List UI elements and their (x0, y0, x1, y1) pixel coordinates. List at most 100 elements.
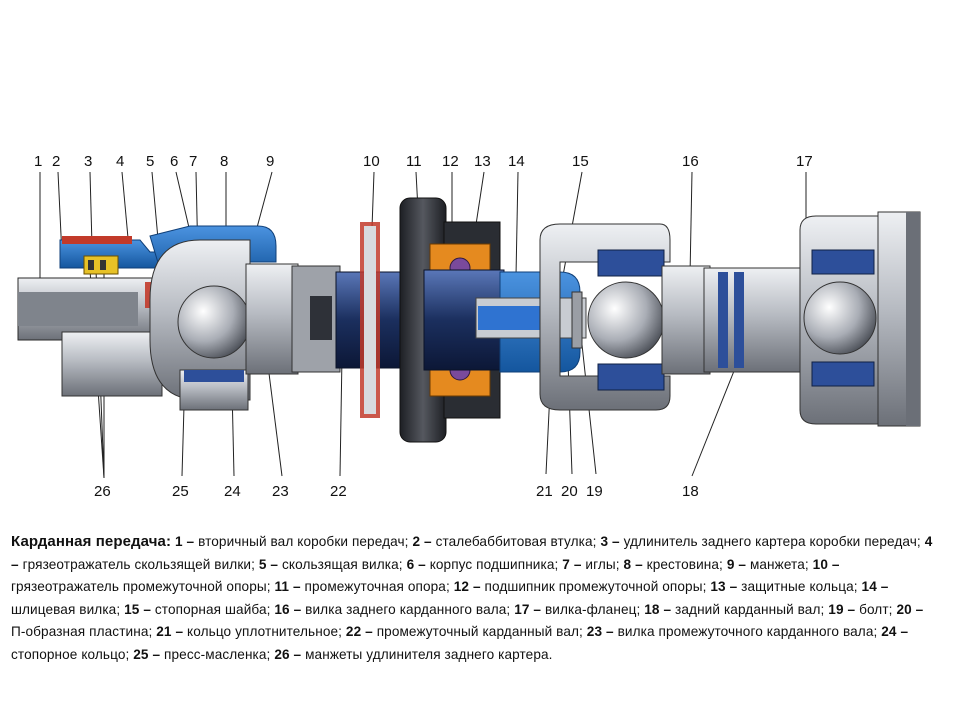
caption-item-dash: – (915, 601, 924, 617)
caption-item-dash: – (847, 601, 856, 617)
figure-caption: Карданная передача: 1 – вторичный вал ко… (11, 531, 941, 667)
caption-item-3: 3 – удлинитель заднего картера коробки п… (597, 534, 921, 549)
caption-item-number: 7 (562, 556, 570, 572)
part-number-3: 3 (84, 153, 92, 170)
caption-item-dash: – (880, 579, 889, 595)
caption-item-22: 22 – промежуточный карданный вал; (342, 624, 583, 639)
caption-item-23: 23 – вилка промежуточного карданного вал… (583, 624, 877, 639)
caption-item-text: стопорная шайба; (154, 601, 271, 617)
caption-item-number: 4 (924, 534, 933, 549)
flange-yoke (799, 211, 921, 427)
part-number-5: 5 (146, 153, 154, 170)
gearbox-extension (17, 236, 173, 397)
rear-shaft (703, 267, 801, 373)
caption-item-text: корпус подшипника; (429, 556, 559, 572)
caption-item-8: 8 – крестовина; (620, 557, 723, 572)
caption-item-text: болт; (859, 601, 893, 617)
caption-item-text: грязеотражатель промежуточной опоры; (11, 579, 271, 595)
part-number-17: 17 (796, 153, 813, 170)
caption-item-18: 18 – задний карданный вал; (640, 602, 824, 617)
caption-item-dash: – (606, 624, 614, 640)
caption-item-16: 16 – вилка заднего карданного вала; (271, 602, 511, 617)
caption-item-dash: – (424, 534, 432, 549)
caption-item-text: подшипник промежуточной опоры; (484, 579, 707, 595)
caption-item-15: 15 – стопорная шайба; (120, 602, 270, 617)
part-number-19: 19 (586, 483, 603, 500)
caption-item-number: 9 (726, 556, 735, 572)
caption-item-dash: – (143, 601, 152, 617)
part-number-14: 14 (508, 153, 525, 170)
caption-item-text: вторичный вал коробки передач; (198, 534, 409, 549)
caption-item-dash: – (738, 556, 747, 572)
caption-title: Карданная передача: (11, 533, 172, 550)
caption-item-6: 6 – корпус подшипника; (403, 557, 559, 572)
caption-item-dash: – (831, 556, 840, 572)
caption-item-dash: – (186, 534, 195, 549)
caption-item-number: 5 (258, 556, 267, 572)
part-number-23: 23 (272, 483, 289, 500)
cardan-drive-diagram: 1 2 3 4 5 6 7 8 9 10 11 12 13 14 15 16 1… (17, 153, 921, 500)
caption-item-text: манжета; (749, 556, 809, 572)
caption-item-dash: – (663, 601, 672, 617)
caption-item-number: 24 (881, 624, 897, 640)
caption-item-text: промежуточный карданный вал; (376, 624, 583, 640)
caption-item-text: иглы; (585, 556, 620, 572)
caption-item-dash: – (900, 624, 909, 640)
caption-item-dash: – (635, 556, 643, 572)
caption-item-text: грязеотражатель скользящей вилки; (22, 556, 255, 572)
part-number-7: 7 (189, 153, 197, 170)
caption-item-dash: – (175, 624, 184, 640)
caption-item-19: 19 – болт; (824, 602, 892, 617)
part-number-24: 24 (224, 483, 241, 500)
intermediate-shaft (245, 263, 425, 375)
caption-item-number: 20 (896, 601, 912, 617)
caption-item-number: 8 (623, 556, 632, 572)
caption-item-26: 26 – манжеты удлинителя заднего картера. (270, 647, 552, 662)
caption-item-17: 17 – вилка-фланец; (510, 602, 640, 617)
caption-item-text: крестовина; (646, 556, 723, 572)
caption-item-dash: – (472, 579, 481, 595)
caption-item-dash: – (729, 579, 738, 595)
caption-item-11: 11 – промежуточная опора; (271, 579, 450, 594)
caption-item-12: 12 – подшипник промежуточной опоры; (450, 579, 707, 594)
caption-item-dash: – (292, 579, 301, 595)
part-number-20: 20 (561, 483, 578, 500)
caption-item-dash: – (293, 601, 302, 617)
caption-items: 1 – вторичный вал коробки передач; 2 – с… (11, 534, 932, 662)
caption-item-text: сталебаббитовая втулка; (435, 534, 597, 549)
caption-item-text: вилка промежуточного карданного вала; (617, 624, 878, 640)
caption-item-number: 22 (345, 624, 362, 640)
caption-item-text: вилка заднего карданного вала; (305, 601, 511, 617)
front-u-joint (149, 239, 251, 411)
part-number-21: 21 (536, 483, 553, 500)
caption-item-dash: – (152, 646, 161, 662)
caption-item-text: П-образная пластина; (11, 624, 153, 640)
caption-item-dash: – (573, 556, 582, 572)
part-number-15: 15 (572, 153, 589, 170)
part-number-16: 16 (682, 153, 699, 170)
part-numbers: 1 2 3 4 5 6 7 8 9 10 11 12 13 14 15 16 1… (34, 153, 813, 500)
part-number-13: 13 (474, 153, 491, 170)
part-number-8: 8 (220, 153, 228, 170)
caption-item-number: 13 (710, 579, 726, 595)
caption-item-number: 11 (274, 579, 290, 595)
part-number-22: 22 (330, 483, 347, 500)
caption-item-dash: – (612, 534, 620, 549)
part-number-25: 25 (172, 483, 189, 500)
caption-item-dash: – (365, 624, 373, 640)
part-number-12: 12 (442, 153, 459, 170)
caption-item-text: манжеты удлинителя заднего картера. (305, 646, 553, 662)
caption-item-number: 15 (124, 601, 140, 617)
caption-item-text: задний карданный вал; (675, 601, 825, 617)
caption-item-dash: – (293, 646, 302, 662)
caption-item-number: 6 (406, 556, 415, 572)
caption-item-text: удлинитель заднего картера коробки перед… (623, 534, 921, 549)
caption-item-dash: – (418, 556, 426, 572)
caption-item-20: 20 – П-образная пластина; (11, 602, 923, 640)
caption-item-text: скользящая вилка; (281, 556, 403, 572)
part-number-18: 18 (682, 483, 699, 500)
part-number-6: 6 (170, 153, 178, 170)
caption-item-dash: – (11, 556, 19, 572)
caption-item-25: 25 – пресс-масленка; (129, 647, 270, 662)
caption-item-5: 5 – скользящая вилка; (255, 557, 403, 572)
